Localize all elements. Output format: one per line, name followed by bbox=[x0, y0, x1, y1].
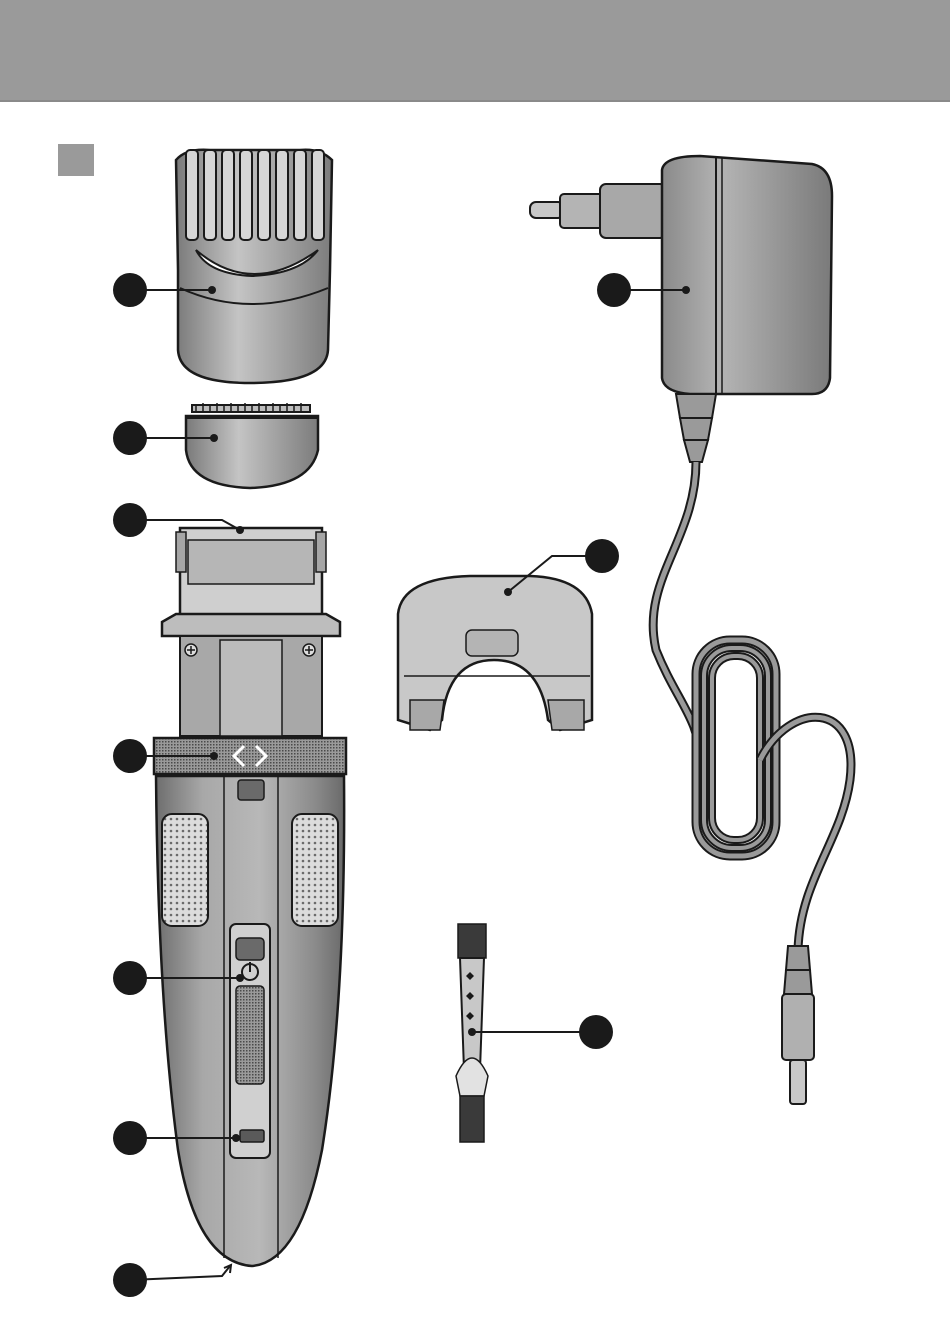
callout-cleaning-brush bbox=[468, 1015, 613, 1049]
cutting-element-drawing bbox=[186, 403, 318, 488]
comb-attachment-drawing bbox=[176, 150, 332, 383]
callout-socket bbox=[113, 1263, 231, 1297]
protection-cap-drawing bbox=[398, 576, 592, 730]
trimmer-body-drawing bbox=[154, 528, 346, 1266]
